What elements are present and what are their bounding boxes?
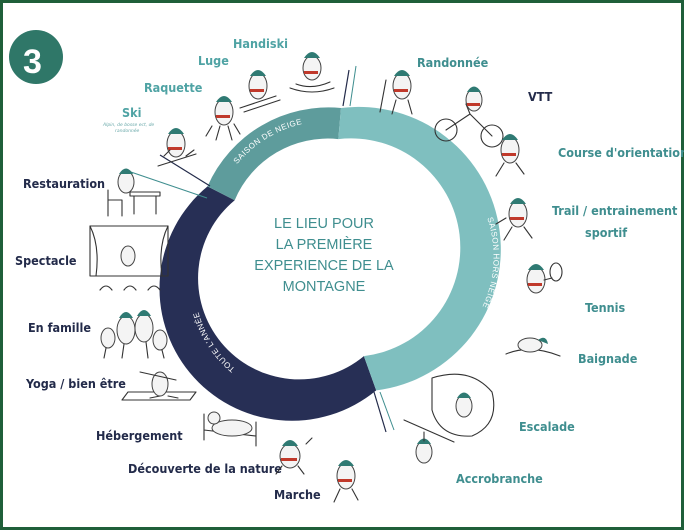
hebergement-illustration [203, 411, 257, 447]
trail-illustration [495, 198, 533, 241]
activity-accrobranche: Accrobranche [456, 471, 543, 486]
section-number: 3 [23, 43, 42, 81]
center-line-1: LE LIEU POUR [274, 216, 374, 232]
activity-randonnee: Randonnée [417, 55, 489, 70]
handiski-illustration [289, 52, 335, 93]
section-badge [9, 30, 63, 84]
activity-spectacle: Spectacle [15, 253, 77, 268]
center-line-4: MONTAGNE [283, 279, 366, 295]
famille-illustration [100, 310, 168, 359]
activity-luge: Luge [198, 53, 229, 68]
decouverte-illustration [275, 437, 313, 475]
activity-course-orientation: Course d'orientation [558, 145, 684, 160]
activity-vtt: VTT [528, 89, 553, 104]
activity-trail-line2: sportif [585, 225, 627, 240]
marche-illustration [333, 460, 359, 503]
ski-illustration [157, 128, 197, 167]
activity-restauration: Restauration [23, 176, 105, 191]
ring-segment-snow [207, 107, 341, 201]
activity-marche: Marche [274, 487, 321, 502]
escalade-illustration [431, 373, 495, 437]
separator-line [349, 65, 357, 107]
spectacle-illustration [89, 225, 169, 291]
ski-subtitle-1: Alpin, de bosse ect, de [102, 122, 154, 128]
separator-line [124, 169, 208, 199]
yoga-illustration [121, 371, 197, 401]
ring-segment-no-snow [338, 106, 501, 391]
separator-line [373, 391, 387, 433]
activity-hebergement: Hébergement [96, 428, 183, 443]
activity-ski: Ski [122, 105, 141, 120]
activity-tennis: Tennis [585, 300, 626, 315]
activity-decouverte-nature: Découverte de la nature [128, 461, 282, 476]
ski-subtitle-2: randonnée [115, 127, 140, 134]
activity-handiski: Handiski [233, 36, 288, 51]
restauration-illustration [107, 168, 161, 217]
baignade-illustration [505, 337, 561, 357]
activity-en-famille: En famille [28, 320, 91, 335]
vtt-illustration [434, 86, 504, 148]
activity-raquette: Raquette [144, 80, 203, 95]
luge-illustration [239, 70, 281, 113]
randonnee-illustration [379, 70, 413, 115]
separator-line [379, 391, 395, 431]
tennis-illustration [526, 262, 563, 294]
separator-line [342, 69, 350, 107]
activity-escalade: Escalade [519, 419, 575, 434]
orientation-illustration [495, 134, 525, 177]
activity-trail: Trail / entrainement [552, 203, 678, 218]
activity-yoga: Yoga / bien être [25, 376, 126, 391]
accrobranche-illustration [403, 419, 455, 464]
raquette-illustration [205, 96, 241, 141]
ring-segment-all-year [159, 186, 377, 421]
activity-baignade: Baignade [578, 351, 638, 366]
center-line-2: LA PREMIÈRE [276, 236, 373, 253]
separator-line [159, 154, 211, 187]
center-line-3: EXPERIENCE DE LA [254, 258, 394, 274]
